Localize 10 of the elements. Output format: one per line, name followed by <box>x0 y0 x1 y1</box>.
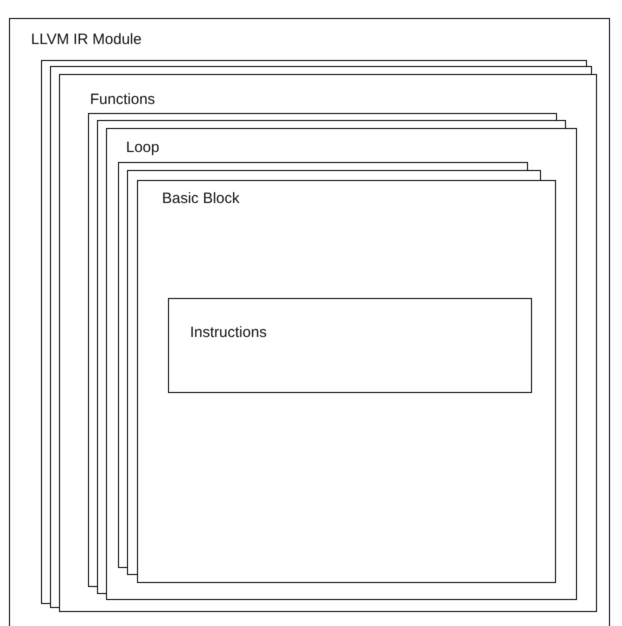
container-box <box>9 18 610 626</box>
box-title: LLVM IR Module <box>31 31 142 48</box>
stacked-box <box>41 60 597 612</box>
box-title: Functions <box>90 91 156 108</box>
box-title: Loop <box>126 139 160 156</box>
stacked-box <box>88 113 577 600</box>
box-title: Basic Block <box>162 190 240 207</box>
stacked-box <box>118 162 556 583</box>
container-box <box>168 298 532 393</box>
box-title: Instructions <box>190 324 267 341</box>
